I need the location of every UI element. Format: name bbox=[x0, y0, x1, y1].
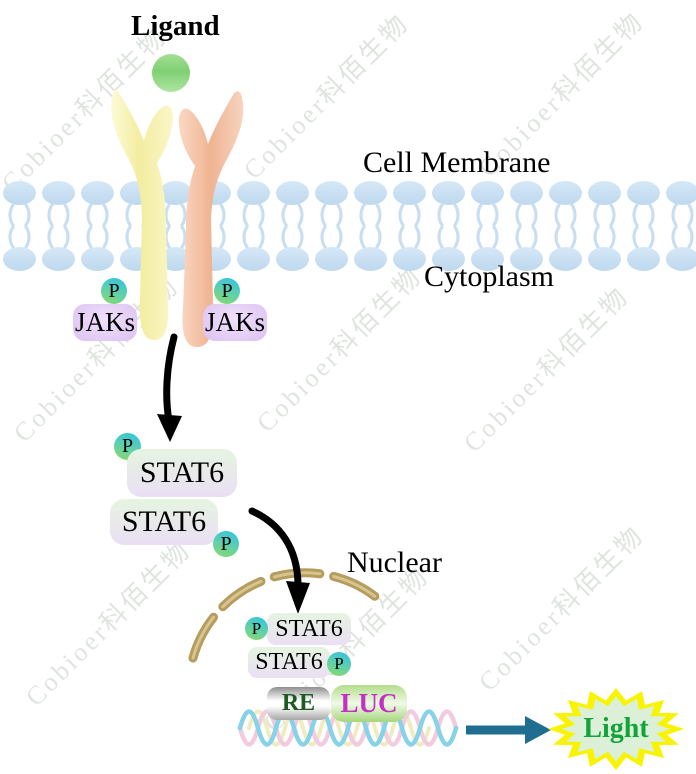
phospho-badge: P bbox=[101, 278, 127, 304]
jaks-left-box: JAKs bbox=[73, 304, 137, 341]
stat6-nuc-bottom-box: STAT6 bbox=[248, 647, 330, 678]
phospho-badge: P bbox=[327, 652, 351, 676]
ligand-label: Ligand bbox=[131, 10, 220, 42]
light-arrow bbox=[466, 716, 551, 744]
cytoplasm-label: Cytoplasm bbox=[424, 260, 555, 293]
ligand-ball-icon bbox=[152, 54, 190, 92]
cell-membrane-label: Cell Membrane bbox=[363, 146, 551, 179]
phospho-badge: P bbox=[213, 531, 239, 557]
luciferase-box: LUC bbox=[331, 685, 407, 722]
stat6-cyto-bottom-box: STAT6 bbox=[110, 499, 218, 545]
light-label: Light bbox=[583, 713, 649, 744]
stat6-cyto-top-box: STAT6 bbox=[127, 449, 237, 497]
activation-arrow-down bbox=[157, 333, 182, 442]
jaks-right-box: JAKs bbox=[203, 304, 267, 341]
starburst-icon bbox=[548, 688, 684, 770]
receptor-left-shape bbox=[111, 89, 174, 340]
stat6-nuc-top-box: STAT6 bbox=[267, 613, 351, 645]
lipid-bilayer bbox=[0, 180, 696, 272]
phospho-badge: P bbox=[214, 278, 240, 304]
phospho-badge: P bbox=[245, 617, 268, 640]
receptor-right-shape bbox=[178, 91, 244, 347]
response-element-box: RE bbox=[267, 687, 330, 720]
nuclear-envelope-arc bbox=[188, 568, 389, 663]
translocation-arrow bbox=[248, 507, 310, 614]
nuclear-label: Nuclear bbox=[347, 546, 442, 579]
